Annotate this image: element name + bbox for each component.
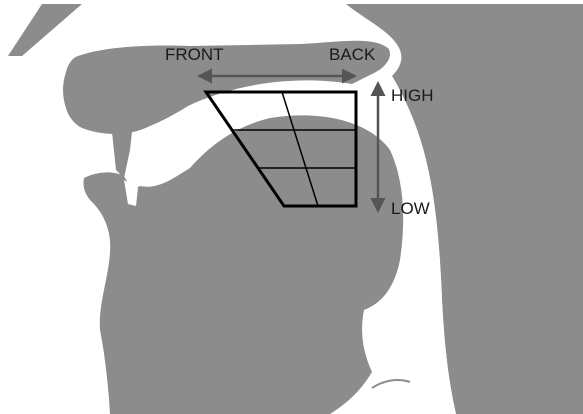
front-label: FRONT	[165, 45, 224, 64]
head-silhouette	[8, 4, 583, 414]
high-label: HIGH	[391, 86, 434, 105]
low-label: LOW	[391, 199, 430, 218]
back-label: BACK	[329, 45, 376, 64]
upper-teeth-shape	[112, 132, 132, 178]
epiglottis-shape	[380, 318, 396, 366]
nasal-bone-shape	[8, 4, 82, 56]
